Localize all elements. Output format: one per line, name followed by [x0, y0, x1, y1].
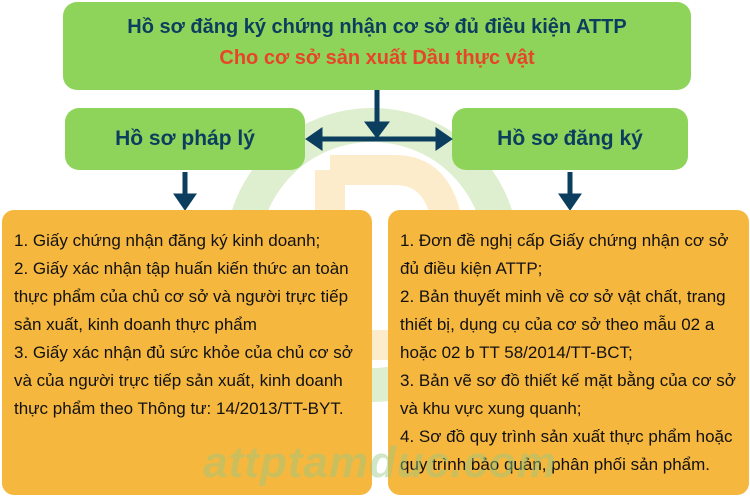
registration-documents-box: Hồ sơ đăng ký	[452, 108, 688, 170]
legal-documents-box: Hồ sơ pháp lý	[65, 108, 305, 170]
registration-item-3: 3. Bản vẽ sơ đồ thiết kế mặt bằng của cơ…	[400, 371, 736, 418]
arrow-head-down-left	[173, 193, 197, 211]
registration-item-2: 2. Bản thuyết minh về cơ sở vật chất, tr…	[400, 287, 726, 362]
legal-item-1: 1. Giấy chứng nhận đăng ký kinh doanh;	[14, 231, 321, 250]
registration-documents-list-box: 1. Đơn đề nghị cấp Giấy chứng nhận cơ sở…	[388, 210, 749, 495]
legal-item-2: 2. Giấy xác nhận tập huấn kiến thức an t…	[14, 259, 349, 334]
legal-documents-list: 1. Giấy chứng nhận đăng ký kinh doanh; 2…	[2, 210, 372, 423]
legal-documents-list-box: 1. Giấy chứng nhận đăng ký kinh doanh; 2…	[2, 210, 372, 495]
arrow-head-left	[305, 127, 323, 151]
legal-documents-title: Hồ sơ pháp lý	[115, 127, 255, 150]
main-subtitle: Cho cơ sở sản xuất Dầu thực vật	[219, 47, 535, 69]
registration-documents-title: Hồ sơ đăng ký	[497, 127, 643, 150]
registration-item-1: 1. Đơn đề nghị cấp Giấy chứng nhận cơ sở…	[400, 231, 729, 278]
main-title-box: Hồ sơ đăng ký chứng nhận cơ sở đủ điều k…	[63, 2, 691, 90]
arrow-head-down-right	[558, 193, 582, 211]
legal-item-3: 3. Giấy xác nhận đủ sức khỏe của chủ cơ …	[14, 343, 353, 418]
arrow-head-right	[435, 127, 453, 151]
main-title: Hồ sơ đăng ký chứng nhận cơ sở đủ điều k…	[127, 16, 627, 38]
registration-documents-list: 1. Đơn đề nghị cấp Giấy chứng nhận cơ sở…	[388, 210, 749, 479]
arrow-head-main	[364, 121, 390, 139]
registration-item-4: 4. Sơ đồ quy trình sản xuất thực phẩm ho…	[400, 427, 733, 474]
